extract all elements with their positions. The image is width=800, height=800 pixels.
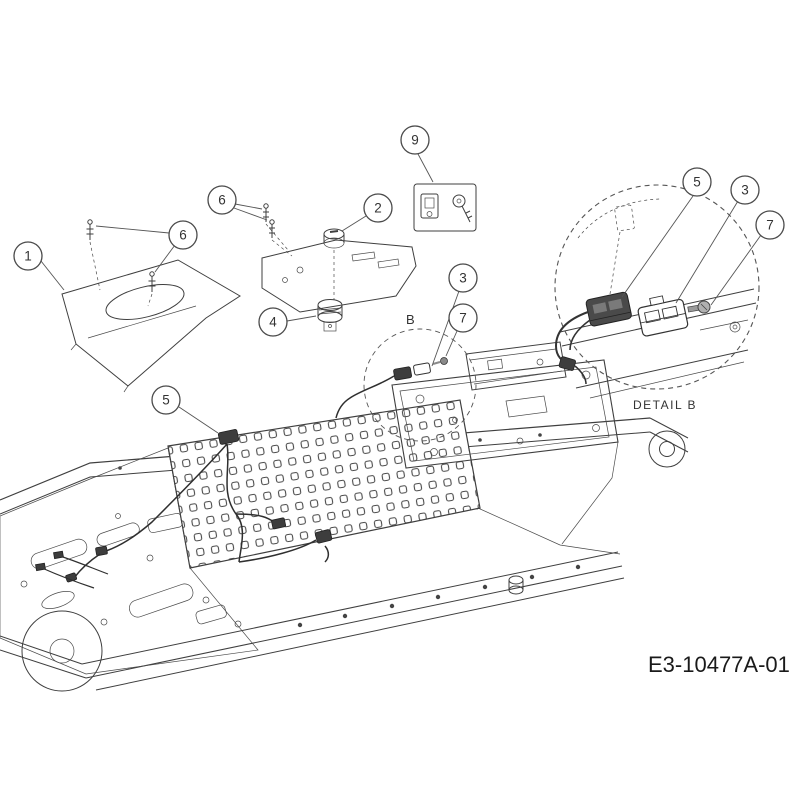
key-icon xyxy=(452,194,473,223)
detail-view xyxy=(554,184,760,399)
callout-2: 2 xyxy=(363,193,393,223)
callout-9: 9 xyxy=(400,125,430,155)
part-code-label: E3-10477A-01 xyxy=(648,652,790,677)
main-frame xyxy=(0,341,689,692)
screw-icon xyxy=(269,219,293,257)
callout-4: 4 xyxy=(258,307,288,337)
detail-bolt xyxy=(687,300,711,314)
callout-4-label: 4 xyxy=(269,315,277,330)
detail-callout-7: 7 xyxy=(755,210,785,240)
callout-6-mid: 6 xyxy=(207,185,237,215)
perforated-floor-plate xyxy=(167,399,481,569)
callout-5-highlighted: 5 xyxy=(151,385,181,415)
callout-3: 3 xyxy=(448,263,478,293)
seat-plate xyxy=(391,359,619,469)
callout-9-label: 9 xyxy=(411,133,419,148)
cover-panel-left xyxy=(61,259,241,393)
callout-7: 7 xyxy=(448,303,478,333)
detail-callout-5-highlighted: 5 xyxy=(682,167,712,197)
callout-1-label: 1 xyxy=(24,249,32,264)
callout-1: 1 xyxy=(13,241,43,271)
callouts: 1 6 6 2 9 4 3 7 xyxy=(13,125,785,415)
region-b-connectors xyxy=(335,328,477,442)
detail-region-marker xyxy=(363,328,477,442)
screw-icon xyxy=(86,219,101,291)
ignition-switch-icon xyxy=(323,228,345,300)
screw-icon xyxy=(147,271,156,307)
switch-body xyxy=(317,299,343,332)
detail-connector-white xyxy=(637,295,689,337)
front-rail-bolts xyxy=(297,564,581,628)
callout-7-label: 7 xyxy=(459,311,467,326)
seat-bracket xyxy=(465,341,567,391)
screw-icon xyxy=(263,203,289,251)
mounting-screws xyxy=(86,203,293,307)
leader-lines xyxy=(40,153,762,434)
detail-callout-7-label: 7 xyxy=(766,218,774,233)
callout-6-left: 6 xyxy=(168,220,198,250)
region-b-label: B xyxy=(406,312,415,327)
detail-callout-3-label: 3 xyxy=(741,183,749,198)
detail-connector-black xyxy=(585,291,632,327)
callout-3-label: 3 xyxy=(459,271,467,286)
callout-6-mid-label: 6 xyxy=(218,193,226,208)
callout-2-label: 2 xyxy=(374,201,382,216)
detail-callout-5-label: 5 xyxy=(693,175,701,190)
callout-5-label: 5 xyxy=(162,393,170,408)
key-switch-box xyxy=(413,183,477,232)
spacer-part xyxy=(508,575,524,595)
detail-caption: DETAIL B xyxy=(633,398,697,412)
wiring-harness xyxy=(35,429,333,589)
chassis-line-art xyxy=(0,183,760,692)
callout-6-left-label: 6 xyxy=(179,228,187,243)
control-panel xyxy=(261,228,417,332)
detail-callout-3: 3 xyxy=(730,175,760,205)
